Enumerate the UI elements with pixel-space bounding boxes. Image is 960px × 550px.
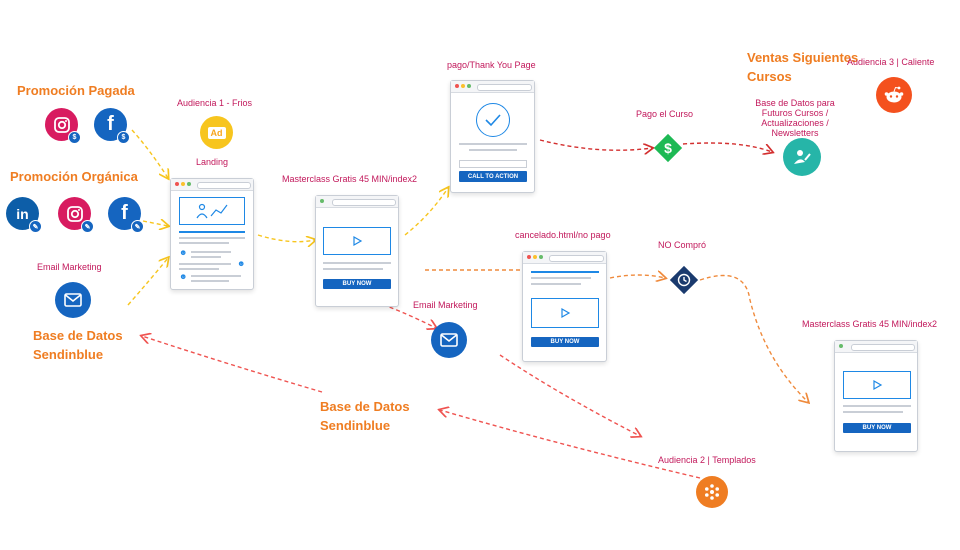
arrow-thankyou-to-pago (539, 139, 652, 150)
linkedin-icon: in ✎ (6, 197, 42, 233)
user-edit-icon (783, 138, 821, 176)
pencil-badge-icon: ✎ (81, 220, 94, 233)
label-masterclass2: Masterclass Gratis 45 MIN/index2 (802, 319, 938, 329)
arrow-clock-to-masterclass2 (699, 274, 808, 403)
label-cancelado: cancelado.html/no pago (515, 230, 611, 240)
ad-icon: Ad (200, 116, 233, 149)
dollar-icon: $ (664, 140, 672, 156)
facebook-icon: f ✎ (108, 197, 144, 233)
label-email-marketing-center: Email Marketing (413, 300, 478, 310)
arrow-email-to-audiencia2 (499, 354, 640, 436)
heading-base-datos-left: Base de Datos Sendinblue (33, 328, 123, 362)
clock-icon (670, 266, 698, 294)
asterisk-icon (696, 476, 728, 508)
arrow-paid-to-landing (131, 129, 168, 178)
user-icon: ☻ (179, 248, 188, 257)
arrow-organic-to-landing (142, 221, 168, 226)
arrow-landing-to-masterclass (257, 234, 315, 242)
play-video-icon (323, 227, 391, 255)
chart-image-icon (179, 197, 245, 225)
instagram-icon: $ (45, 108, 81, 144)
call-to-action-button[interactable]: CALL TO ACTION (459, 171, 527, 182)
buy-now-button[interactable]: BUY NOW (843, 423, 911, 433)
heading-ventas: Ventas Siguientes Cursos (747, 50, 859, 84)
masterclass-page-mockup: BUY NOW (315, 195, 399, 307)
label-audiencia2: Audiencia 2 | Templados (658, 455, 756, 465)
buy-now-button[interactable]: BUY NOW (323, 279, 391, 289)
pencil-badge-icon: ✎ (29, 220, 42, 233)
dollar-badge-icon: $ (68, 131, 81, 144)
email-icon (55, 282, 91, 318)
arrow-masterclass-to-thankyou (404, 188, 448, 236)
arrow-masterclass-to-email (369, 299, 436, 328)
reddit-icon (876, 77, 912, 113)
label-landing: Landing (196, 157, 229, 167)
checkmark-icon (476, 103, 510, 137)
cancelado-page-mockup: BUY NOW (522, 251, 607, 362)
pencil-badge-icon: ✎ (131, 220, 144, 233)
arrow-email-to-landing (127, 258, 168, 306)
thankyou-page-mockup: CALL TO ACTION (450, 80, 535, 193)
user-icon: ☻ (237, 259, 246, 268)
label-email-marketing-left: Email Marketing (37, 262, 102, 272)
masterclass-2-page-mockup: BUY NOW (834, 340, 918, 452)
play-video-icon (531, 298, 599, 328)
arrow-cancelado-to-clock (609, 275, 665, 278)
play-video-icon (843, 371, 911, 399)
arrow-pago-to-base (682, 142, 772, 152)
buy-now-button[interactable]: BUY NOW (531, 337, 599, 347)
heading-promocion-organica: Promoción Orgánica (10, 169, 138, 184)
label-audiencia3: Audiencia 3 | Caliente (847, 57, 935, 67)
email-icon (431, 322, 467, 358)
label-masterclass1: Masterclass Gratis 45 MIN/index2 (282, 174, 418, 184)
facebook-icon: f $ (94, 108, 130, 144)
dollar-badge-icon: $ (117, 131, 130, 144)
arrow-audiencia2-to-db (440, 410, 701, 479)
heading-base-datos-center: Base de Datos Sendinblue (320, 399, 410, 433)
label-pago-curso: Pago el Curso (636, 109, 694, 119)
label-audiencia1: Audiencia 1 - Frios (177, 98, 253, 108)
heading-promocion-pagada: Promoción Pagada (17, 83, 135, 98)
user-icon: ☻ (179, 272, 188, 281)
label-base-futuros: Base de Datos para Futuros Cursos / Actu… (755, 98, 835, 138)
landing-page-mockup: ☻ ☻ ☻ (170, 178, 254, 290)
arrow-db-center-to-db-left (142, 336, 323, 393)
instagram-icon: ✎ (58, 197, 94, 233)
label-no-compro: NO Compró (658, 240, 707, 250)
label-thankyou: pago/Thank You Page (447, 60, 536, 70)
